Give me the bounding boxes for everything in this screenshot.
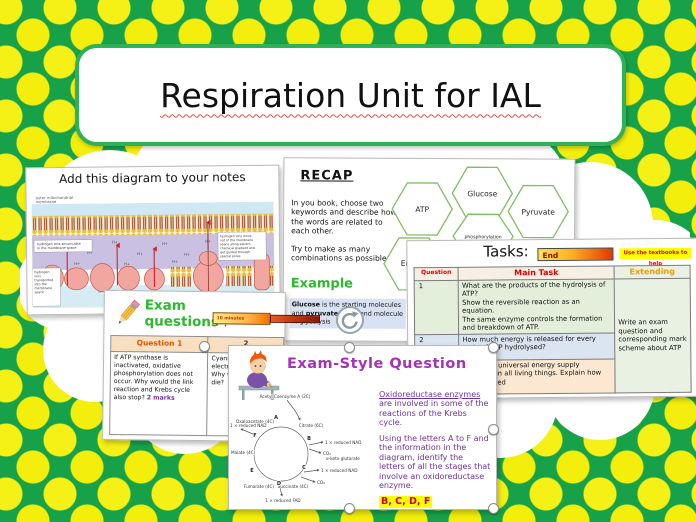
krebs-label: Citrate (6C) [299,423,324,428]
selection-handle[interactable] [488,424,499,435]
krebs-label: Oxaloacetate (4C) [236,419,274,424]
slide-exam-style-question[interactable]: Exam-Style Question Acetyl Coenzyme A (2… [228,345,497,510]
svg-text:H+: H+ [162,242,168,246]
selection-handle[interactable] [344,503,355,514]
krebs-output: CO₂ [317,480,325,485]
krebs-label: α-keto glutarate [326,456,360,461]
svg-text:H+: H+ [184,253,190,257]
svg-text:H+: H+ [112,240,118,244]
title-card: Respiration Unit for IAL [75,44,626,146]
krebs-label: Acetyl Coenzyme A (2C) [260,394,311,399]
krebs-letter: D [277,481,281,487]
krebs-label: Fumarate (4C) [244,484,275,489]
hexagon-phosphorylation: phosphorylation [464,234,501,240]
diagram-label-boxes: hydrogen ions accumulate in the membrane… [32,231,267,307]
question-number: 1 [414,280,459,335]
timer-banner: 10 minutes [212,312,271,325]
krebs-letter: C [302,465,306,471]
selection-handle[interactable] [344,342,355,353]
krebs-letter: E [250,468,254,474]
exam-style-question-text: Oxidoreductase enzymes are involved in s… [379,390,491,508]
pencil-icon [118,299,140,324]
hexagon-atp: ATP [415,205,429,214]
exam-style-title: Exam-Style Question [287,356,467,372]
tasks-heading: Tasks: [483,242,529,261]
end-timer-box: End [537,247,614,262]
krebs-cycle-diagram: Acetyl Coenzyme A (2C) Oxaloacetate (4C)… [229,393,362,503]
question-1-header: Question 1 [110,335,209,353]
krebs-letter: B [307,436,311,442]
rotate-arrow-icon [336,306,364,334]
svg-text:H+: H+ [74,262,80,266]
extending-cell: Write an exam question and corresponding… [614,278,692,393]
svg-text:H+: H+ [172,260,178,264]
krebs-output: 1 × reduced FAD [265,498,300,503]
krebs-letter: F [253,433,256,439]
textbook-help-note: Use the textbooks to help [619,247,692,267]
svg-text:hydrogen ions accumulate: hydrogen ions accumulate in the membrane… [37,242,82,250]
krebs-output: 1 × reduced NAD [230,423,266,428]
answer-highlight: B, C, D, F [379,496,433,508]
selection-handle[interactable] [488,503,499,514]
label-outer-membrane: outer mitochondrial membrane [36,195,75,204]
svg-text:H+: H+ [124,262,130,266]
krebs-label: Malate (4C) [231,450,256,455]
task-cell: What are the products of the hydrolysis … [458,278,615,335]
col-extending: Extending [614,265,691,279]
krebs-label: Succinate (4C) [278,484,309,489]
krebs-output: 1 × reduced NAD [321,468,357,473]
slide-exam-questions[interactable]: Exam questions : 10 minutes Question 1 2… [102,289,286,443]
page-title: Respiration Unit for IAL [160,75,541,115]
hexagon-glucose: Glucose [467,189,497,198]
krebs-output: 1 × reduced NAD [325,440,361,445]
selection-handle[interactable] [488,342,499,353]
svg-text:hydrogen ions move o: hydrogen ions move out of the membrane s… [220,234,256,258]
krebs-output: CO₂ [323,451,331,456]
svg-text:H+: H+ [87,251,93,255]
recap-heading: RECAP [300,168,354,184]
question-1-text: If ATP synthase is inactivated, oxidativ… [109,351,209,436]
selection-handle[interactable] [199,341,210,352]
diagram-slide-title: Add this diagram to your notes [59,170,246,186]
student-writing-illustration [238,350,280,400]
timer-bar-extension [269,314,321,324]
svg-text:H+: H+ [137,252,143,256]
krebs-letter: A [274,415,278,421]
table-row: 1 What are the products of the hydrolysi… [414,278,692,393]
hexagon-pyruvate: Pyruvate [521,207,555,216]
svg-text:hydrogen ions: hydrogen ions transported into the membr… [34,270,54,294]
col-question: Question [414,267,459,281]
recap-example-label: Example [290,276,354,292]
